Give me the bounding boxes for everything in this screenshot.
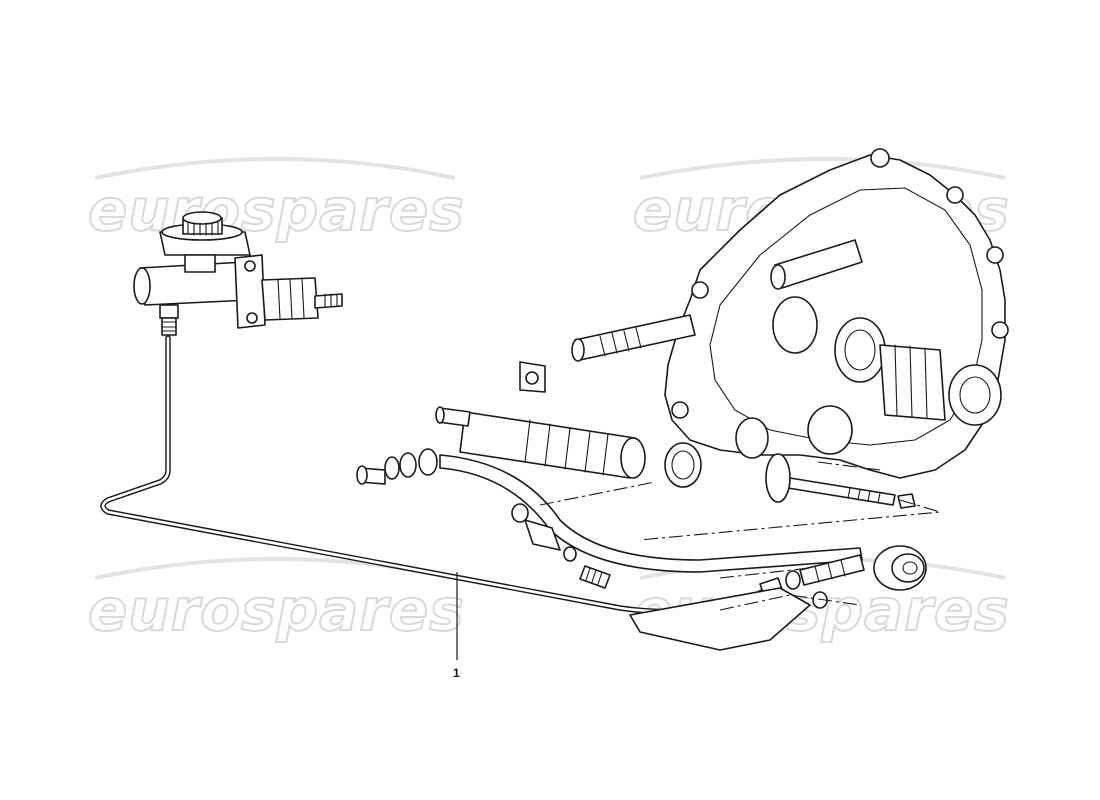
hose-bracket: [524, 519, 561, 551]
flange-bolt-hole: [671, 401, 689, 419]
callout-label: 1: [453, 666, 460, 680]
banjo-union: [418, 448, 438, 476]
sealing-washer: [384, 456, 400, 480]
assembly-lines: [539, 461, 941, 611]
watermark-text: eurospares: [88, 176, 465, 244]
housing-port: [807, 405, 853, 455]
pushrod: [314, 293, 343, 309]
input-shaft-end: [571, 338, 585, 362]
gearbox-bell-housing: [571, 148, 1009, 479]
clutch-slave-cylinder: [356, 361, 927, 651]
watermark-bottom-left: eurospares: [87, 557, 465, 645]
sealing-washer: [399, 452, 417, 478]
mounting-flange: [234, 254, 266, 329]
watermark-top-left: eurospares: [87, 157, 465, 245]
housing-boss: [834, 317, 886, 383]
flange-bolt-hole: [946, 186, 964, 204]
housing-boss: [772, 296, 818, 354]
pipe-adapter: [799, 554, 865, 586]
clutch-master-cylinder: [133, 211, 343, 336]
watermark-text: eurospares: [88, 576, 465, 644]
flange-bolt-hole: [870, 148, 890, 168]
flange-bolt-hole: [691, 281, 709, 299]
bracket-nut: [511, 503, 529, 523]
flexible-hose: [439, 454, 863, 573]
housing-port: [735, 417, 769, 459]
seal-ring: [664, 442, 702, 488]
lower-mount-plate: [629, 587, 811, 651]
flange-bolt-hole: [986, 246, 1004, 264]
stud-nut: [897, 493, 916, 509]
stud-washer: [765, 453, 791, 503]
callout-1: 1: [453, 572, 460, 680]
output-bellows: [879, 344, 946, 421]
selector-shaft-end: [770, 264, 786, 290]
outlet-fitting: [159, 304, 179, 319]
output-flange: [948, 364, 1002, 426]
flange-bolt-hole: [991, 321, 1009, 339]
